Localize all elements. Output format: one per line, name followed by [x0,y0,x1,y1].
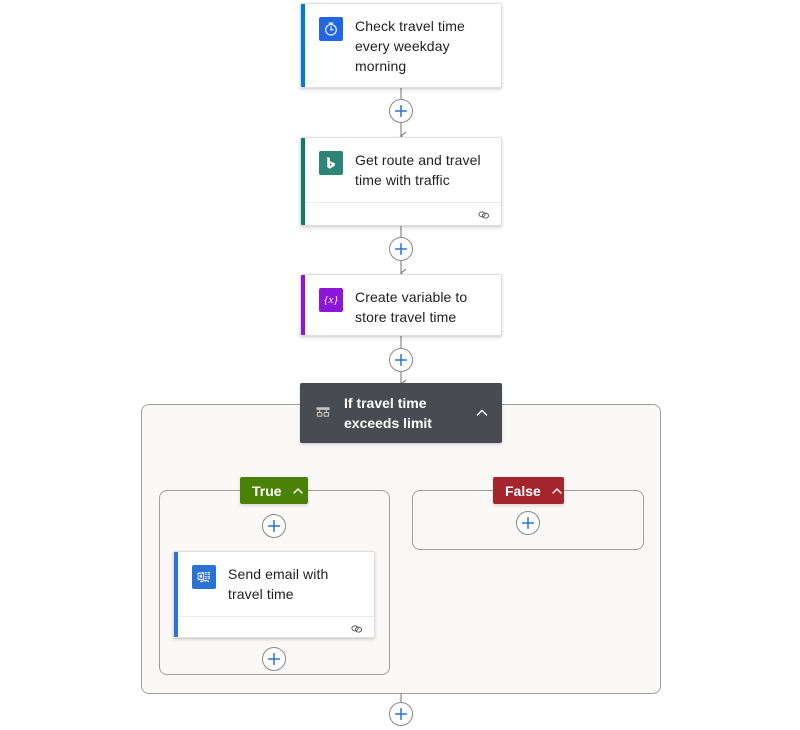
node-title: Get route and travel time with traffic [355,152,481,188]
connections-link-icon[interactable] [349,623,364,636]
node-card-bing-maps[interactable]: Get route and travel time with traffic [300,137,502,226]
clock-timer-icon [319,17,343,41]
branch-badge-false[interactable]: False [493,477,564,504]
node-card-init-variable[interactable]: {x} Create variable to store travel time [300,274,502,336]
node-title: Check travel time every weekday morning [355,18,465,74]
insert-in-true-bottom-button[interactable] [262,647,286,671]
plus-icon [394,707,408,721]
condition-node-header[interactable]: If travel time exceeds limit [300,383,502,443]
variable-icon-glyph: {x} [324,294,338,306]
connections-link-icon[interactable] [476,209,491,222]
bing-maps-icon [319,151,343,175]
insert-after-variable-button[interactable] [389,348,413,372]
node-card-trigger[interactable]: Check travel time every weekday morning [300,3,502,88]
chevron-up-icon[interactable] [292,484,305,497]
variable-braces-icon: {x} [319,288,343,312]
insert-after-condition-button[interactable] [389,702,413,726]
insert-in-true-top-button[interactable] [262,514,286,538]
card-footer [178,616,374,637]
node-title: Send email with travel time [228,566,329,602]
plus-icon [267,652,281,666]
condition-title: If travel time exceeds limit [344,395,432,431]
card-accent-bar [301,138,305,225]
insert-after-bing-button[interactable] [389,237,413,261]
card-accent-bar [301,4,305,87]
branch-badge-true[interactable]: True [240,477,308,504]
card-footer [305,202,501,225]
plus-icon [394,242,408,256]
insert-after-trigger-button[interactable] [389,99,413,123]
card-accent-bar [301,275,305,335]
plus-icon [394,104,408,118]
plus-icon [267,519,281,533]
node-card-send-email[interactable]: Send email with travel time [173,551,375,638]
plus-icon [521,516,535,530]
plus-icon [394,353,408,367]
chevron-up-icon[interactable] [551,484,564,497]
condition-control-icon [314,404,332,422]
branch-label: True [252,482,282,499]
outlook-icon [192,565,216,589]
card-accent-bar [174,552,178,637]
node-title: Create variable to store travel time [355,289,468,325]
chevron-up-icon[interactable] [474,405,490,421]
insert-in-false-button[interactable] [516,511,540,535]
branch-label: False [505,482,541,499]
